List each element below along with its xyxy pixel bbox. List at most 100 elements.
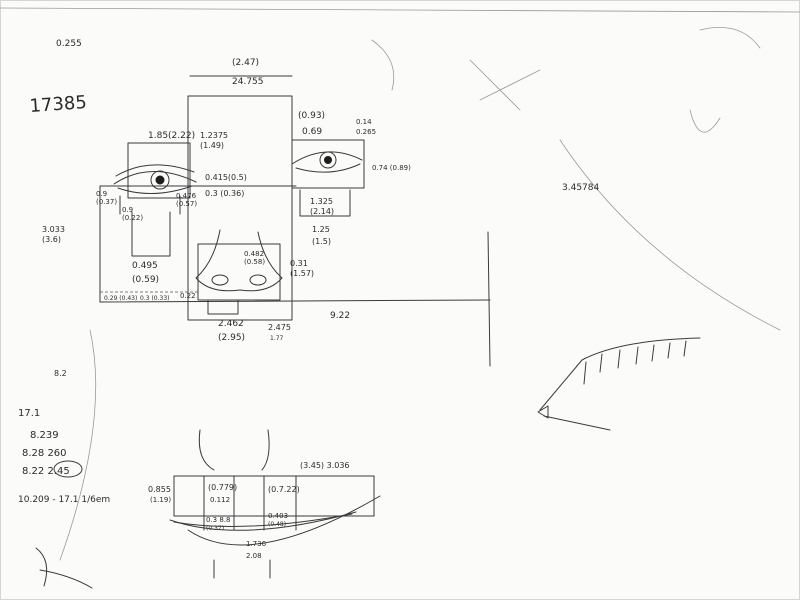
faint-mark-2 (469, 59, 541, 111)
note-mid-239: 8.239 (30, 430, 59, 441)
left-eye-g: (0.22) (122, 214, 143, 222)
note-mid-260: 8.28 260 (22, 448, 67, 459)
left-eye-e: (0.37) (96, 198, 117, 206)
nose-a: 0.482 (244, 250, 264, 258)
nose-box (197, 243, 281, 301)
lip-parting-line (173, 513, 353, 527)
note-scribble-bottom-2 (39, 569, 93, 589)
left-eye-k: (0.59) (132, 275, 159, 285)
nose-c: 0.31 (290, 259, 308, 268)
note-scribble-bottom (35, 547, 48, 587)
left-eye-width-bracket (131, 211, 171, 257)
left-eye-b: 1.2375 (200, 131, 228, 140)
profile-eye-corner (537, 405, 549, 419)
mouth-h: (0.37) (206, 525, 224, 532)
right-eye-bracket (299, 189, 351, 217)
left-side-a: 3.033 (42, 225, 65, 234)
note-top-small: 0.255 (56, 39, 82, 49)
lower-lip-line (187, 495, 381, 546)
mouth-l: 2.08 (246, 552, 262, 560)
left-pupil (155, 175, 165, 185)
mouth-i: 0.403 (268, 512, 288, 520)
nose-d: (1.57) (290, 269, 314, 278)
mouth-f: (3.45) 3.036 (300, 461, 350, 470)
right-eye-f: 1.325 (310, 197, 333, 206)
chin-curve-left (198, 429, 215, 471)
right-nostril (249, 274, 267, 286)
mouth-b: (1.19) (150, 496, 171, 504)
paper-crease-right (559, 139, 781, 331)
mouth-g: 0.3 8.8 (206, 516, 231, 524)
left-iris (150, 170, 170, 190)
between-eyes-b: 0.3 (0.36) (205, 189, 244, 198)
right-boundary-line (487, 231, 491, 367)
head-top-b: 24.755 (232, 77, 264, 87)
horizontal-label: 9.22 (330, 311, 350, 321)
right-eye-b: 0.69 (302, 127, 322, 137)
top-right-number: 3.45784 (562, 183, 599, 193)
paper-crease-left (59, 329, 97, 561)
left-eye-j: 0.495 (132, 261, 158, 271)
profile-eye-lower-line (543, 415, 611, 431)
right-eye-a: (0.93) (298, 111, 325, 121)
right-eye-i: (1.5) (312, 237, 331, 246)
note-mid-top: 8.2 (54, 369, 67, 378)
left-nostril (211, 274, 229, 286)
left-eye-a: 1.85(2.22) (148, 131, 195, 141)
upper-lip-line (169, 511, 357, 531)
left-eye-f: 0.9 (122, 206, 133, 214)
nose-b: (0.58) (244, 258, 265, 266)
right-eye-h: 1.25 (312, 225, 330, 234)
paper-top-crease (0, 7, 800, 13)
left-eye-upper-lid (113, 171, 197, 185)
nose-baseline (99, 299, 491, 303)
left-brow-line (115, 164, 195, 177)
profile-eyelashes (583, 340, 687, 385)
mouth-e: (0.7.22) (268, 485, 300, 494)
nose-outline (195, 229, 283, 292)
mouth-k: 1.736 (246, 540, 267, 548)
nose-h: 1.77 (270, 335, 284, 342)
note-mid-245: 8.22 2.45 (22, 466, 70, 477)
left-eye-h: 0.476 (176, 192, 197, 200)
mouth-a: 0.855 (148, 485, 171, 494)
right-iris (319, 151, 337, 169)
right-pupil (324, 156, 332, 164)
right-eye-lower-lid (295, 163, 361, 173)
faint-mark-1 (371, 39, 395, 91)
left-eye-i: (0.57) (176, 200, 197, 208)
nose-k: 0.22 (180, 292, 196, 300)
between-eyes-a: 0.415(0.5) (205, 173, 247, 182)
nose-base-box (207, 299, 239, 315)
faint-mark-3 (689, 109, 721, 133)
left-side-b: (3.6) (42, 235, 61, 244)
mouth-d: 0.112 (210, 496, 230, 504)
left-eye-c: (1.49) (200, 141, 224, 150)
right-eye-e: 0.74 (0.89) (372, 164, 411, 172)
mouth-grid-outer (173, 475, 375, 517)
left-eye-d: 0.9 (96, 190, 107, 198)
note-big-number: 17385 (29, 92, 88, 117)
right-eye-g: (2.14) (310, 207, 334, 216)
right-eye-c: 0.14 (356, 118, 372, 126)
left-eye-lower-lid (117, 185, 193, 195)
head-top-a: (2.47) (232, 58, 259, 68)
note-mid-17: 17.1 (18, 408, 40, 419)
chin-curve-right (261, 429, 270, 471)
nose-i: 0.29 (0.43) (104, 295, 137, 302)
right-eye-d: 0.265 (356, 128, 376, 136)
mouth-grid-verticals (203, 475, 297, 531)
nose-f: (2.95) (218, 333, 245, 343)
profile-eye-upper-line (539, 337, 701, 411)
faint-mark-4 (699, 27, 761, 49)
note-circle-245 (53, 460, 83, 478)
nose-j: 0.3 (0.33) (140, 295, 170, 302)
central-face-box (187, 95, 293, 321)
mouth-c: (0.779) (208, 483, 237, 492)
nose-g: 2.475 (268, 323, 291, 332)
nose-e: 2.462 (218, 319, 244, 329)
chin-ticks (213, 559, 271, 579)
note-bottom-formula: 10.209 - 17.1 1/6em (18, 495, 110, 505)
